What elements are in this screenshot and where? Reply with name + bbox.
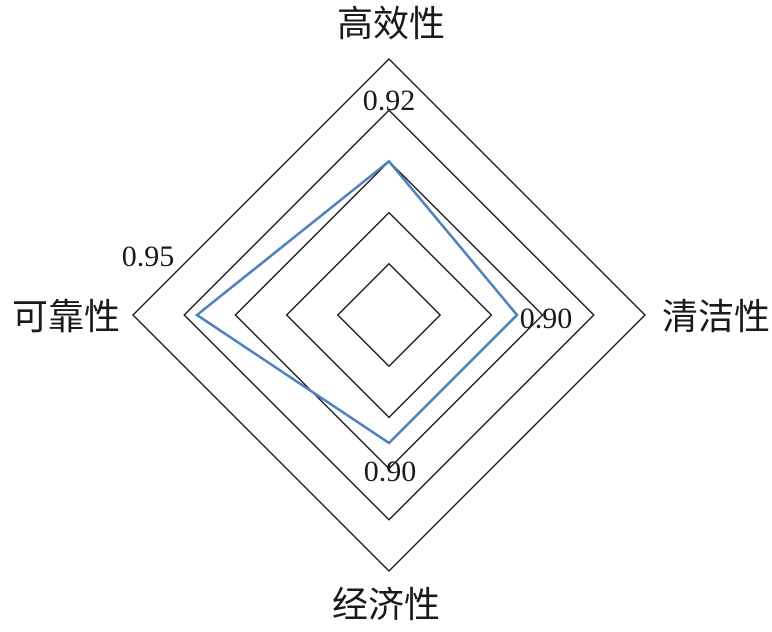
axis-label-bottom: 经济性	[332, 585, 440, 626]
grid-ring-3	[234, 160, 544, 470]
grid-ring-2	[285, 211, 493, 419]
grid-ring-1	[336, 262, 442, 368]
axis-label-top: 高效性	[337, 4, 445, 45]
grid-rings	[132, 58, 646, 572]
grid-ring-5	[132, 58, 646, 572]
axis-label-left: 可靠性	[12, 297, 120, 338]
series-group	[194, 159, 519, 445]
grid-ring-4	[183, 109, 595, 521]
value-label-bottom: 0.90	[364, 455, 417, 488]
value-label-right: 0.90	[520, 302, 573, 335]
value-label-left: 0.95	[122, 240, 175, 273]
series-line-1	[194, 159, 519, 445]
axis-label-right: 清洁性	[662, 297, 770, 338]
value-label-top: 0.92	[363, 84, 416, 117]
